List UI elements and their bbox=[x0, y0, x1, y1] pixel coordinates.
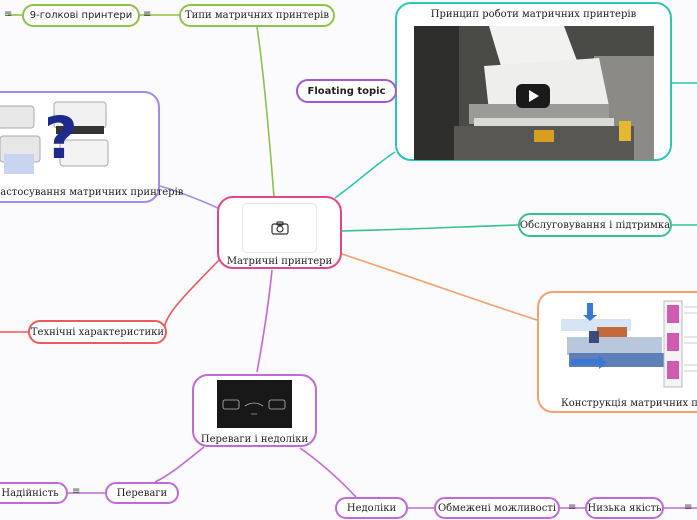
image-placeholder bbox=[242, 203, 317, 253]
svg-text:?: ? bbox=[44, 104, 78, 172]
link-central-service bbox=[341, 224, 519, 232]
collapse-icon[interactable]: ≡ bbox=[568, 502, 577, 513]
topic-reliability[interactable]: Надійність bbox=[0, 482, 68, 504]
topic-video-principle[interactable]: Принцип роботи матричних принтерів bbox=[395, 2, 672, 161]
link-central-tech bbox=[163, 256, 223, 333]
topic-limited-capabilities-label: Обмежені можливості bbox=[437, 502, 557, 514]
link-proscons-pros bbox=[154, 446, 205, 483]
topic-low-quality-label: Низька якість bbox=[587, 502, 662, 514]
topic-service[interactable]: Обслуговування і підтримка bbox=[518, 213, 672, 237]
topic-tech-specs[interactable]: Технічні характеристики bbox=[28, 320, 167, 344]
topic-limited-capabilities[interactable]: Обмежені можливості bbox=[434, 497, 560, 519]
collapse-icon[interactable]: ≡ bbox=[684, 502, 693, 513]
printer-mechanism-image bbox=[561, 300, 697, 388]
topic-pros[interactable]: Переваги bbox=[105, 482, 179, 504]
link-central-video bbox=[334, 151, 396, 199]
link-central-construct bbox=[341, 253, 538, 321]
collapse-icon[interactable]: ≡ bbox=[72, 486, 81, 497]
collapse-icon[interactable]: ≡ bbox=[4, 9, 13, 20]
topic-construction[interactable]: Конструкція матричних принтерів bbox=[537, 291, 697, 413]
topic-printer-types-label: Типи матричних принтерів bbox=[184, 10, 330, 21]
printers-image: ? bbox=[0, 98, 114, 180]
link-central-proscons bbox=[256, 269, 273, 373]
printers-question-image: ? bbox=[0, 101, 109, 174]
printer-photo bbox=[414, 26, 654, 160]
topic-pros-label: Переваги bbox=[116, 487, 168, 499]
topic-tech-specs-label: Технічні характеристики bbox=[30, 326, 165, 338]
topic-low-quality[interactable]: Низька якість bbox=[585, 497, 664, 519]
floating-topic-label: Floating topic bbox=[307, 85, 386, 97]
pros-cons-image bbox=[217, 380, 292, 428]
central-topic[interactable]: Матричні принтери bbox=[217, 196, 342, 269]
topic-9-pin-printers[interactable]: 9-голкові принтери bbox=[22, 4, 140, 27]
construction-diagram bbox=[559, 297, 697, 393]
topic-pros-cons[interactable]: Переваги і недоліки bbox=[192, 374, 317, 447]
topic-cons-label: Недоліки bbox=[346, 502, 397, 514]
topic-usage[interactable]: ? Застосування матричних принтерів bbox=[0, 91, 183, 203]
topic-cons[interactable]: Недоліки bbox=[335, 497, 408, 519]
chalkboard-pros-cons bbox=[217, 380, 292, 428]
topic-9-pin-printers-label: 9-голкові принтери bbox=[29, 10, 133, 21]
floating-topic[interactable]: Floating topic bbox=[296, 79, 397, 103]
topic-service-label: Обслуговування і підтримка bbox=[519, 219, 671, 231]
link-proscons-cons bbox=[299, 447, 357, 498]
link-central-usage bbox=[159, 185, 219, 209]
video-title: Принцип роботи матричних принтерів bbox=[430, 9, 637, 20]
camera-icon bbox=[270, 221, 289, 235]
collapse-icon[interactable]: ≡ bbox=[143, 9, 152, 20]
play-icon bbox=[529, 90, 539, 102]
topic-usage-label: Застосування матричних принтерів bbox=[0, 187, 184, 198]
central-label: Матричні принтери bbox=[226, 256, 333, 267]
topic-construction-label: Конструкція матричних принтерів bbox=[561, 398, 697, 409]
topic-pros-cons-label: Переваги і недоліки bbox=[200, 434, 309, 445]
video-thumbnail[interactable] bbox=[414, 26, 654, 160]
link-central-types bbox=[256, 26, 275, 198]
topic-reliability-label: Надійність bbox=[1, 487, 59, 499]
topic-printer-types[interactable]: Типи матричних принтерів bbox=[179, 4, 335, 27]
